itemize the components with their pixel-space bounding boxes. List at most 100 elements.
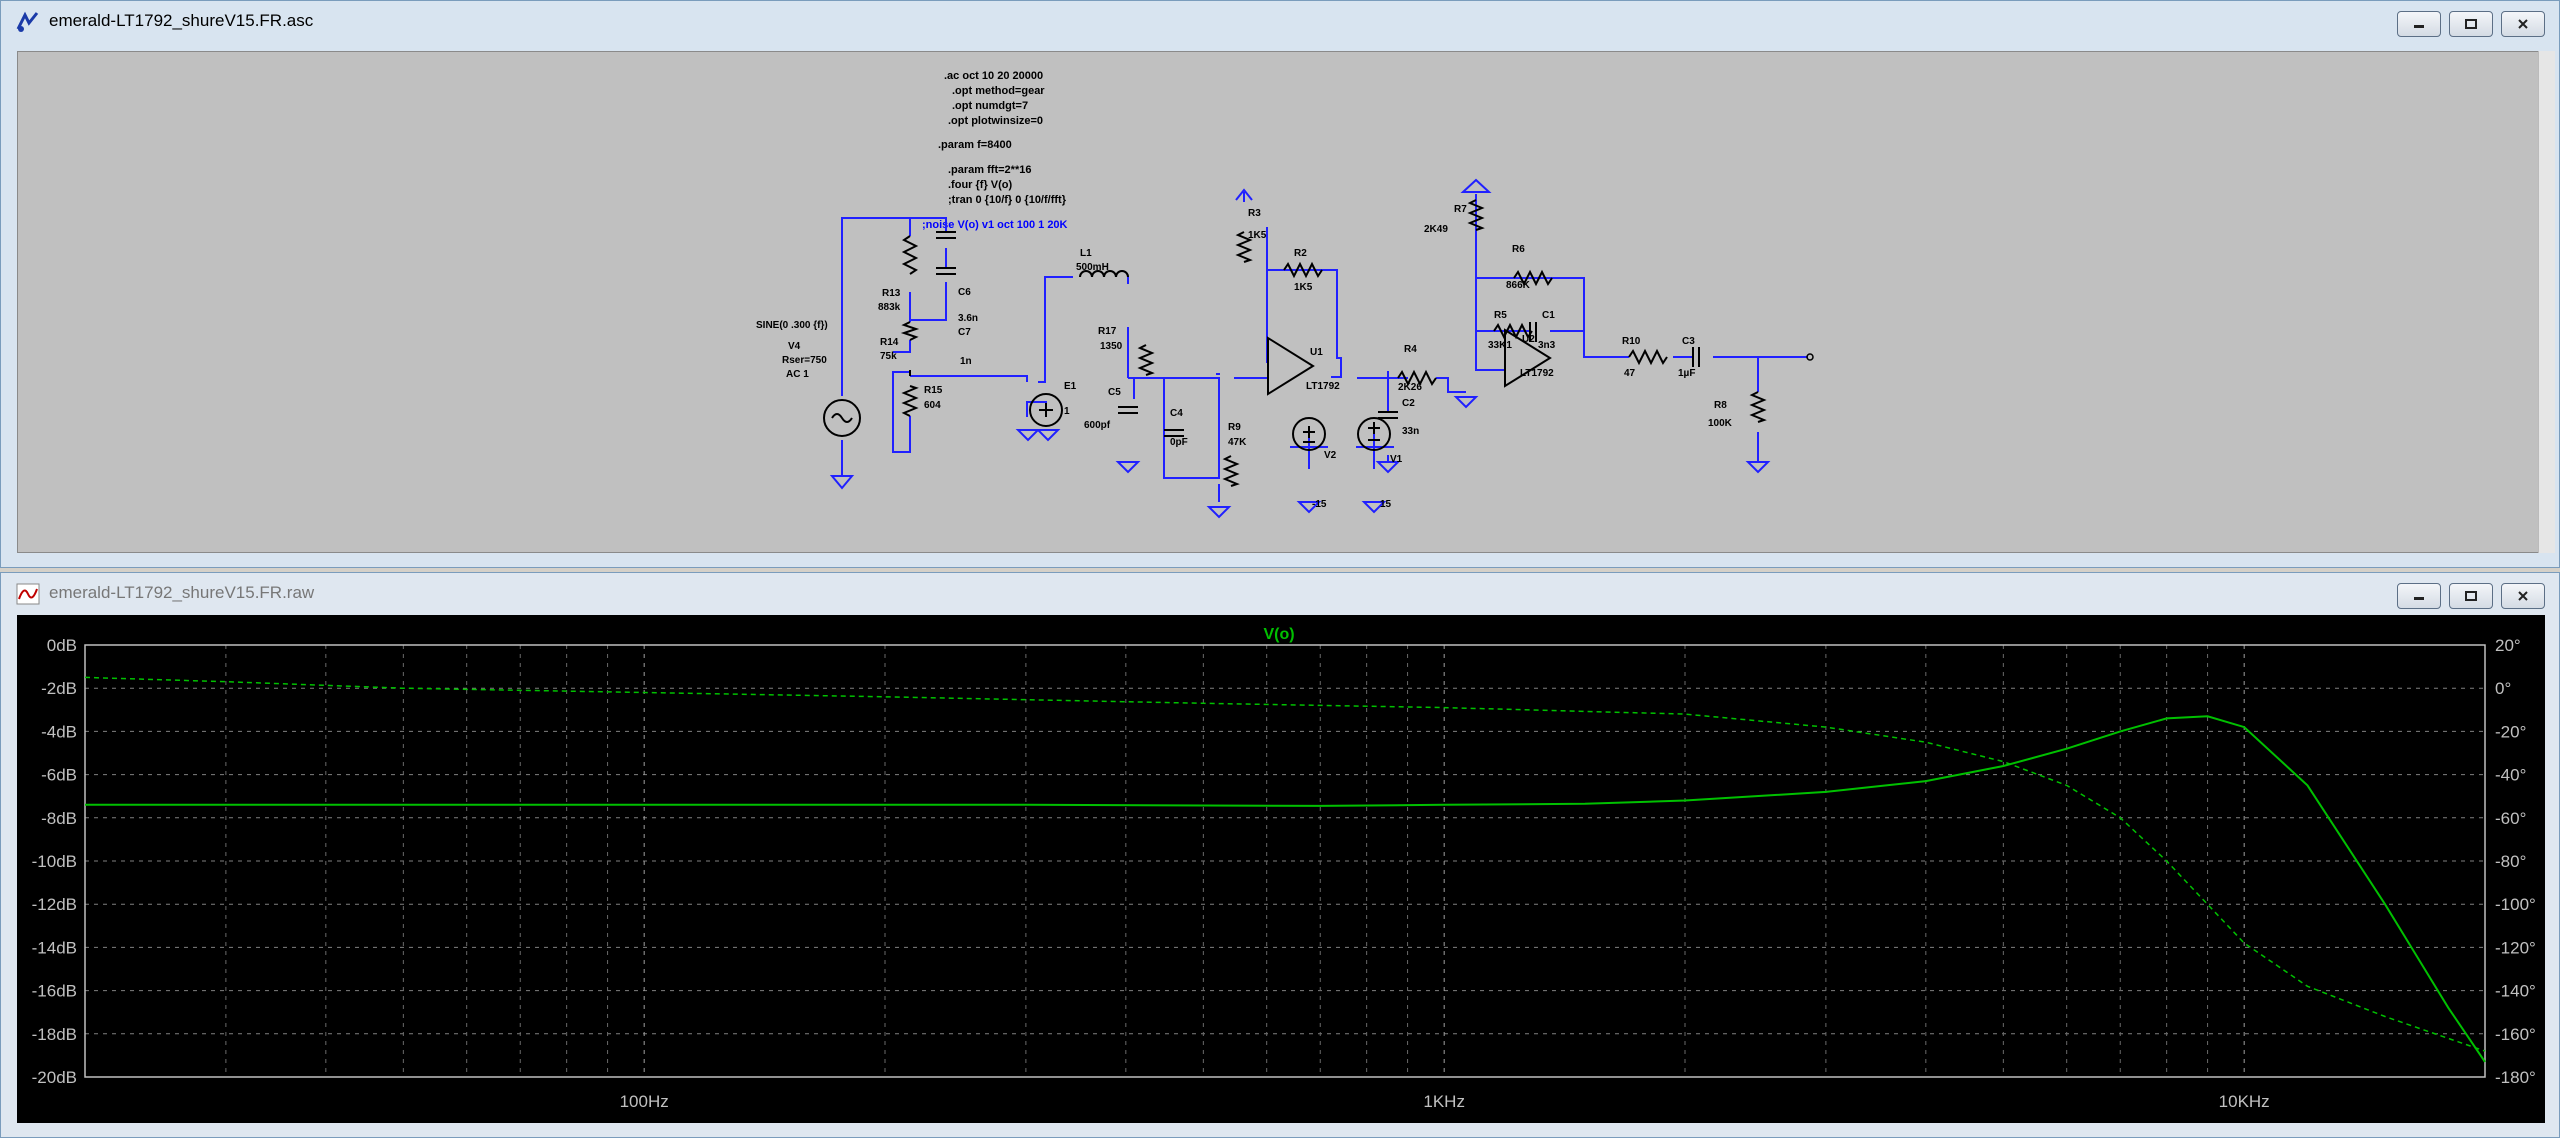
label-u1: U1 [1310, 347, 1323, 358]
label-c6: C6 [958, 287, 971, 298]
value-r13: 883k [878, 302, 901, 313]
directive-four[interactable]: .four {f} V(o) [948, 179, 1012, 191]
maximize-icon [2465, 591, 2477, 601]
value-r2: 1K5 [1294, 282, 1313, 293]
label-e1: E1 [1064, 381, 1077, 392]
value-r8: 100K [1708, 418, 1733, 429]
directive-noise[interactable]: ;noise V(o) v1 oct 100 1 20K [922, 219, 1068, 231]
value-r10: 47 [1624, 368, 1636, 379]
close-icon [2518, 19, 2528, 29]
y-left-tick-label: -8dB [41, 809, 77, 828]
label-c3: C3 [1682, 336, 1695, 347]
x-tick-label: 1KHz [1423, 1092, 1465, 1111]
directive-tran[interactable]: ;tran 0 {10/f} 0 {10/f/fft} [948, 194, 1067, 206]
supply-arrows [1235, 178, 1492, 448]
directive-opt-method[interactable]: .opt method=gear [952, 85, 1045, 97]
plot-close-button[interactable] [2501, 583, 2545, 609]
value-r14: 75k [880, 351, 897, 362]
plot-window-title: emerald-LT1792_shureV15.FR.raw [49, 583, 315, 602]
y-right-tick-label: -140° [2495, 982, 2536, 1001]
plot-titlebar[interactable]: emerald-LT1792_shureV15.FR.raw [1, 573, 2559, 615]
y-left-tick-label: -16dB [32, 982, 77, 1001]
x-tick-label: 100Hz [620, 1092, 669, 1111]
schematic-drawing[interactable]: .ac oct 10 20 20000 .opt method=gear .op… [18, 52, 2539, 553]
value-c1: 3n3 [1538, 340, 1556, 351]
waveform-icon [16, 583, 40, 605]
label-c5: C5 [1108, 387, 1121, 398]
label-v2: V2 [1324, 450, 1337, 461]
maximize-button[interactable] [2449, 11, 2493, 37]
voltage-sources [823, 393, 1391, 451]
y-right-tick-label: -160° [2495, 1025, 2536, 1044]
plot-minimize-button[interactable] [2397, 583, 2441, 609]
label-r4: R4 [1404, 344, 1417, 355]
bode-plot[interactable]: V(o) 0dB-2dB-4dB-6dB-8dB-10dB-12dB-14dB-… [17, 615, 2545, 1123]
schematic-canvas[interactable]: .ac oct 10 20 20000 .opt method=gear .op… [17, 51, 2539, 553]
y-left-tick-label: -6dB [41, 766, 77, 785]
plot-maximize-button[interactable] [2449, 583, 2493, 609]
value-r7: 2K49 [1424, 224, 1448, 235]
value-r17: 1350 [1100, 341, 1123, 352]
y-right-tick-label: -20° [2495, 722, 2526, 741]
label-r15: R15 [924, 385, 943, 396]
trace-label[interactable]: V(o) [1263, 626, 1294, 643]
y-right-tick-label: -40° [2495, 766, 2526, 785]
y-left-tick-label: -12dB [32, 895, 77, 914]
value-c2: 33n [1402, 426, 1419, 437]
component-labels: SINE(0 .300 {f}) V4 Rser=750 AC 1 R13 88… [756, 204, 1733, 510]
label-c4: C4 [1170, 408, 1183, 419]
directive-param-fft[interactable]: .param fft=2**16 [948, 164, 1031, 176]
plot-window: emerald-LT1792_shureV15.FR.raw V(o) 0dB-… [0, 572, 2560, 1138]
y-right-tick-label: -60° [2495, 809, 2526, 828]
label-r17: R17 [1098, 326, 1117, 337]
schematic-titlebar[interactable]: emerald-LT1792_shureV15.FR.asc [1, 1, 2559, 43]
value-r4: 2K26 [1398, 382, 1422, 393]
capacitors [936, 231, 1700, 437]
value-v1: 15 [1380, 499, 1392, 510]
minimize-button[interactable] [2397, 11, 2441, 37]
directive-param-f[interactable]: .param f=8400 [938, 139, 1012, 151]
inductor-l1 [1079, 270, 1129, 278]
label-r8: R8 [1714, 400, 1727, 411]
plot-pane[interactable]: V(o) 0dB-2dB-4dB-6dB-8dB-10dB-12dB-14dB-… [17, 615, 2545, 1123]
schematic-scrollbar[interactable] [2538, 51, 2555, 553]
directive-opt-numdgt[interactable]: .opt numdgt=7 [952, 100, 1028, 112]
close-button[interactable] [2501, 11, 2545, 37]
ltspice-schematic-icon [16, 11, 39, 32]
op-amps [1267, 328, 1552, 396]
schematic-window: emerald-LT1792_shureV15.FR.asc .ac oct 1… [0, 0, 2560, 568]
value-v2: -15 [1312, 499, 1327, 510]
y-left-tick-label: -10dB [32, 852, 77, 871]
x-axis: 100Hz 1KHz 10KHz [620, 1092, 2270, 1111]
y-left-tick-label: -14dB [32, 938, 77, 957]
value-r15: 604 [924, 400, 941, 411]
maximize-icon [2465, 19, 2477, 29]
y-axis-right: 20°0°-20°-40°-60°-80°-100°-120°-140°-160… [2495, 636, 2536, 1087]
directive-ac[interactable]: .ac oct 10 20 20000 [944, 70, 1043, 82]
label-r7: R7 [1454, 204, 1467, 215]
y-left-tick-label: -20dB [32, 1068, 77, 1087]
resistors [900, 199, 1767, 487]
value-r9: 47K [1228, 437, 1247, 448]
value-c7: 1n [960, 356, 972, 367]
value-l1: 500mH [1076, 262, 1109, 273]
y-right-tick-label: -80° [2495, 852, 2526, 871]
output-node[interactable] [1806, 353, 1814, 361]
label-l1: L1 [1080, 248, 1092, 259]
value-r5: 33K1 [1488, 340, 1512, 351]
trace-magnitude[interactable] [85, 715, 2486, 1063]
label-c2: C2 [1402, 398, 1415, 409]
label-r3: R3 [1248, 208, 1261, 219]
close-icon [2518, 591, 2528, 601]
x-tick-label: 10KHz [2219, 1092, 2270, 1111]
y-right-tick-label: 20° [2495, 636, 2521, 655]
label-ac: AC 1 [786, 369, 809, 380]
trace-phase[interactable] [84, 676, 2486, 1052]
value-c4: 0pF [1170, 437, 1188, 448]
y-right-tick-label: -120° [2495, 938, 2536, 957]
y-axis-left: 0dB-2dB-4dB-6dB-8dB-10dB-12dB-14dB-16dB-… [32, 636, 77, 1087]
directive-opt-plotwinsize[interactable]: .opt plotwinsize=0 [948, 115, 1043, 127]
label-c7: C7 [958, 327, 971, 338]
y-left-tick-label: -18dB [32, 1025, 77, 1044]
label-u2: U2 [1522, 334, 1535, 345]
